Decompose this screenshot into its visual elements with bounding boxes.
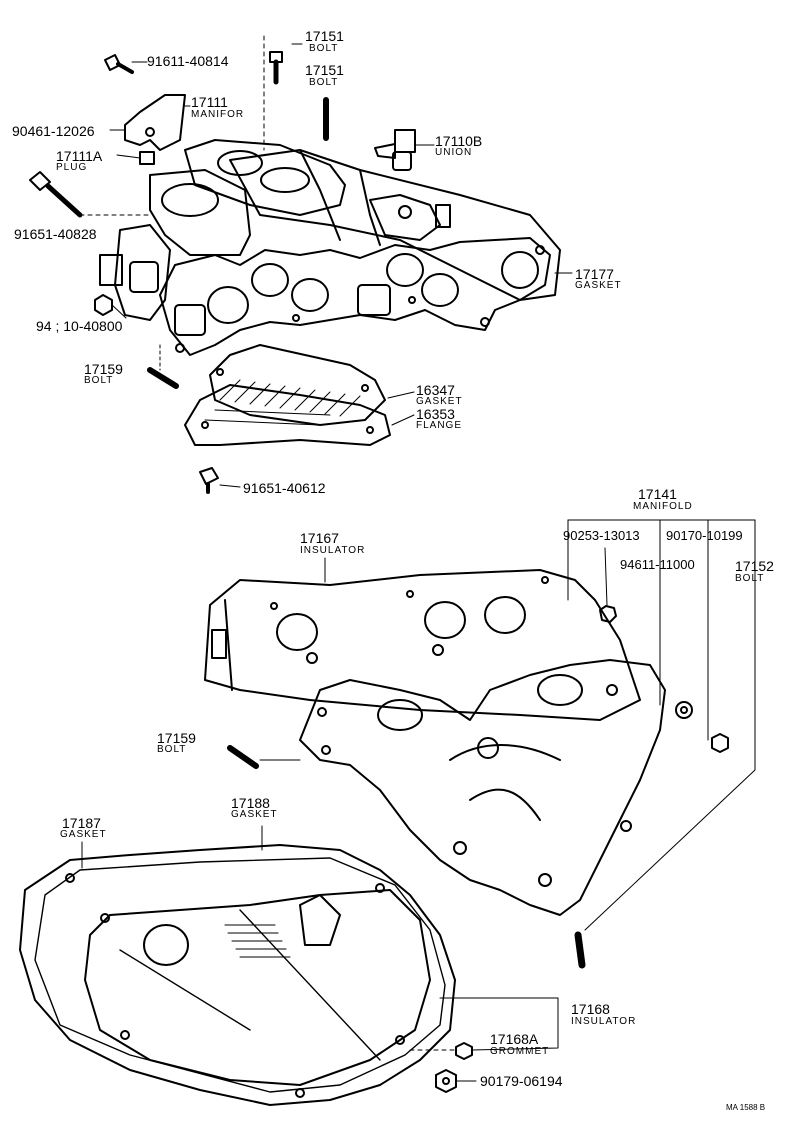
flange-gasket-drawing <box>184 344 391 446</box>
lower-fasteners-drawing <box>435 1042 473 1093</box>
lower-leader-lines <box>81 825 559 1082</box>
label-17168a-name: GROMMET <box>490 1046 550 1057</box>
label-17168-name: INSULATOR <box>571 1016 637 1027</box>
label-90461-12026: 90461-12026 <box>12 123 95 139</box>
label-17152-number: 17152 <box>735 558 774 574</box>
label-16353-name: FLANGE <box>416 420 463 431</box>
label-91651-40612: 91651-40612 <box>243 480 326 496</box>
label-91611-40814: 91611-40814 <box>147 53 229 69</box>
exhaust-fasteners-drawing <box>227 605 729 969</box>
label-91651-40828: 91651-40828 <box>14 226 97 242</box>
label-17141-name: MANIFOLD <box>633 501 693 512</box>
label-17151-top-number: 17151 <box>305 28 344 44</box>
label-94611-11000: 94611-11000 <box>620 557 695 572</box>
label-17159-top-name: BOLT <box>84 375 114 386</box>
label-17159-lower-number: 17159 <box>157 730 196 746</box>
label-17188-number: 17188 <box>231 795 270 811</box>
label-16347-number: 16347 <box>416 382 455 398</box>
label-17167-number: 17167 <box>300 530 339 546</box>
label-17151-second-number: 17151 <box>305 62 344 78</box>
label-17110b-name: UNION <box>435 147 473 158</box>
label-90179-06194: 90179-06194 <box>480 1073 563 1089</box>
intake-manifold-drawing <box>99 139 561 356</box>
exhaust-manifold-drawing <box>299 659 666 916</box>
label-17151-top-name: BOLT <box>309 43 339 54</box>
label-17177-name: GASKET <box>575 280 622 291</box>
drawing-reference-code: MA 1588 B <box>726 1103 766 1112</box>
top-leader-lines <box>79 35 573 488</box>
label-17177-number: 17177 <box>575 266 614 282</box>
lower-insulator-drawing <box>19 844 456 1106</box>
exhaust-insulator-drawing <box>204 569 641 721</box>
label-17151-second-name: BOLT <box>309 77 339 88</box>
label-17111-number: 17111 <box>191 94 228 110</box>
label-17111-name: MANIFOR <box>191 109 245 120</box>
label-17188-name: GASKET <box>231 809 278 820</box>
label-17111a-name: PLUG <box>56 162 88 173</box>
label-17141-number: 17141 <box>638 486 677 502</box>
label-17187-number: 17187 <box>62 815 101 831</box>
label-16353-number: 16353 <box>416 406 455 422</box>
label-17110b-number: 17110B <box>435 133 483 149</box>
label-17159-top-number: 17159 <box>84 361 123 377</box>
label-17168a-number: 17168A <box>490 1031 539 1047</box>
exhaust-leader-lines <box>259 519 756 931</box>
label-90170-10199: 90170-10199 <box>666 528 743 543</box>
label-17159-lower-name: BOLT <box>157 744 187 755</box>
label-94-10-40800: 94 ; 10-40800 <box>36 318 123 334</box>
label-17168-number: 17168 <box>571 1001 610 1017</box>
label-17152-name: BOLT <box>735 573 765 584</box>
label-16347-name: GASKET <box>416 396 463 407</box>
label-17187-name: GASKET <box>60 829 107 840</box>
label-17167-name: INSULATOR <box>300 545 366 556</box>
label-90253-13013: 90253-13013 <box>563 528 640 543</box>
label-17111a-number: 17111A <box>56 148 103 164</box>
top-fasteners-drawing <box>29 51 416 494</box>
